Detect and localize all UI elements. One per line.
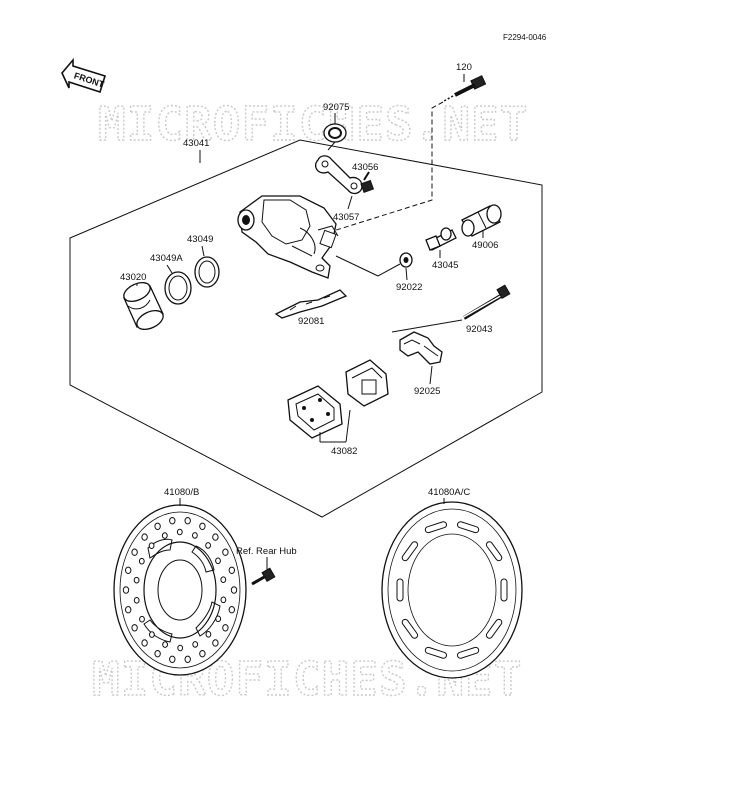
disc-slot (401, 541, 419, 562)
label-41080b: 41080/B (164, 487, 199, 498)
caliper-assembly-outline (69, 139, 543, 518)
disc-slot (424, 521, 448, 534)
label-41080ac: 41080A/C (428, 487, 470, 498)
disc-hole (228, 606, 236, 614)
disc-hole (131, 548, 138, 556)
label-43049: 43049 (187, 234, 213, 245)
disc-hole (184, 517, 191, 525)
washer-92022 (399, 252, 413, 268)
label-120: 120 (456, 62, 472, 73)
disc-hole (122, 586, 130, 594)
label-ref-rear-hub: Ref. Rear Hub (236, 546, 297, 557)
disc-hole (230, 586, 238, 594)
disc-hole (154, 650, 161, 658)
disc-hole (138, 557, 145, 565)
disc-slot (401, 618, 419, 639)
label-43041: 43041 (183, 138, 209, 149)
disc-hole (228, 566, 236, 574)
disc-slot (485, 618, 503, 639)
pin-92043 (461, 284, 511, 320)
disc-hole (222, 624, 229, 632)
label-43020: 43020 (120, 272, 146, 283)
disc-hole (139, 615, 145, 623)
disc-hole (192, 532, 198, 539)
label-43082: 43082 (331, 446, 357, 457)
disc-slot (456, 646, 480, 659)
disc-hole (215, 557, 221, 565)
disc-hole (141, 533, 148, 541)
disc-hole (161, 532, 168, 539)
bolt-120 (443, 74, 487, 102)
disc-hole (154, 522, 161, 530)
label-92043: 92043 (466, 324, 492, 335)
caliper-body (237, 195, 339, 279)
washer-92075 (323, 123, 347, 143)
disc-hole (192, 641, 199, 648)
disc-hole (205, 631, 212, 638)
disc-hole (215, 615, 222, 623)
seal-43049A (164, 271, 192, 305)
label-43056: 43056 (352, 162, 378, 173)
label-43049A: 43049A (150, 253, 183, 264)
hub-bolt (251, 567, 276, 586)
disc-hole (169, 517, 176, 525)
label-92075: 92075 (323, 102, 349, 113)
disc-slot (500, 578, 508, 602)
label-49006: 49006 (472, 240, 498, 251)
diagram-code: F2294-0046 (503, 33, 547, 42)
label-92081: 92081 (298, 316, 324, 327)
brake-pad-front (287, 385, 343, 439)
disc-hole (131, 624, 138, 632)
disc-hole (222, 548, 229, 556)
piston-43020 (123, 281, 164, 331)
disc-hole (220, 596, 227, 604)
disc-hole (125, 566, 132, 574)
seal-43049 (194, 256, 220, 288)
label-43057: 43057 (333, 212, 359, 223)
disc-hole (199, 522, 206, 530)
disc-hole (149, 631, 155, 638)
brake-pad-rear (345, 359, 389, 407)
disc-hole (212, 639, 219, 647)
disc-slot (485, 541, 503, 562)
disc-hole (176, 528, 183, 536)
bleeder-43056 (360, 171, 375, 194)
disc-hole (212, 533, 219, 541)
front-arrow-icon: FRONT (61, 57, 107, 94)
boot-49006 (461, 204, 502, 237)
disc-hole (199, 650, 206, 658)
disc-holes (122, 517, 238, 663)
disc-hole (133, 597, 140, 604)
label-92025: 92025 (414, 386, 440, 397)
disc-hole (125, 606, 132, 614)
disc-hole (133, 576, 140, 584)
disc-hole (162, 641, 169, 648)
pin-43045 (425, 227, 457, 251)
disc-hole (148, 542, 155, 550)
disc-hole (205, 542, 212, 549)
label-92022: 92022 (396, 282, 422, 293)
label-43045: 43045 (432, 260, 458, 271)
disc-hole (184, 655, 191, 663)
disc-slot (424, 646, 448, 659)
disc-slot (396, 578, 404, 602)
disc-slot (456, 521, 480, 534)
pad-spring-92081 (274, 289, 348, 319)
disc-hole (220, 576, 227, 584)
disc-hole (177, 644, 184, 652)
retainer-92025 (399, 331, 443, 365)
brake-disc-41080-b (113, 504, 247, 676)
disc-slots (396, 521, 508, 659)
disc-hole (169, 655, 176, 663)
disc-hole (141, 639, 148, 647)
